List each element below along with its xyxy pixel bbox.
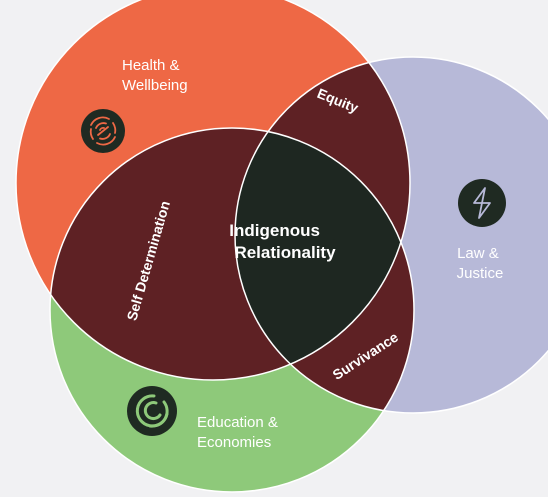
circle-outlines xyxy=(15,0,548,493)
spiral-icon xyxy=(127,386,177,436)
lightning-bolt-icon xyxy=(458,179,506,227)
law-justice-label: Law & Justice xyxy=(457,245,504,282)
education-economies-label: Education & Economies xyxy=(197,414,282,451)
health-wellbeing-label: Health & Wellbeing xyxy=(122,57,188,94)
center-label: Indigenous Relationality xyxy=(229,221,336,262)
center-overlap xyxy=(235,128,410,380)
concentric-rings-icon xyxy=(81,109,125,153)
